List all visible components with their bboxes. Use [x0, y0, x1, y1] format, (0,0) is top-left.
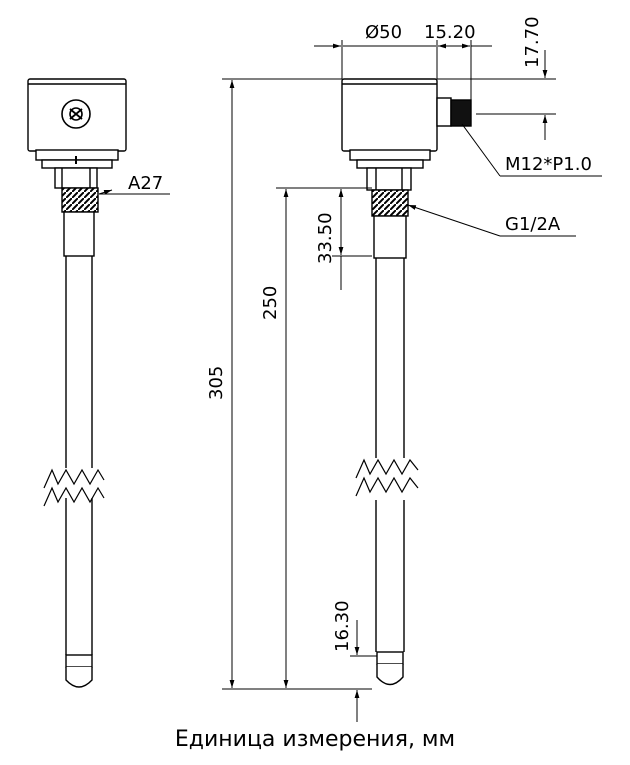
width-offset-label: 15.20	[424, 22, 476, 43]
side-housing	[341, 78, 438, 152]
thread-right	[371, 189, 409, 217]
thread-length-label: 33.50	[315, 212, 336, 264]
hex-size-dimension	[98, 189, 170, 195]
thread-label: G1/2A	[505, 214, 561, 235]
hex-size-label: A27	[128, 173, 163, 194]
connector-label: M12*P1.0	[505, 154, 592, 175]
m12-connector	[436, 97, 452, 127]
diameter-label: Ø50	[365, 22, 402, 43]
total-length-label: 305	[206, 366, 227, 400]
dimension-lines	[222, 40, 602, 722]
height-offset-label: 17.70	[522, 16, 543, 68]
units-caption: Единица измерения, мм	[174, 727, 456, 752]
side-view	[341, 78, 472, 686]
tip-length-label: 16.30	[332, 600, 353, 652]
thread-left	[61, 187, 99, 213]
front-view	[27, 78, 127, 688]
probe-length-label: 250	[260, 286, 281, 320]
